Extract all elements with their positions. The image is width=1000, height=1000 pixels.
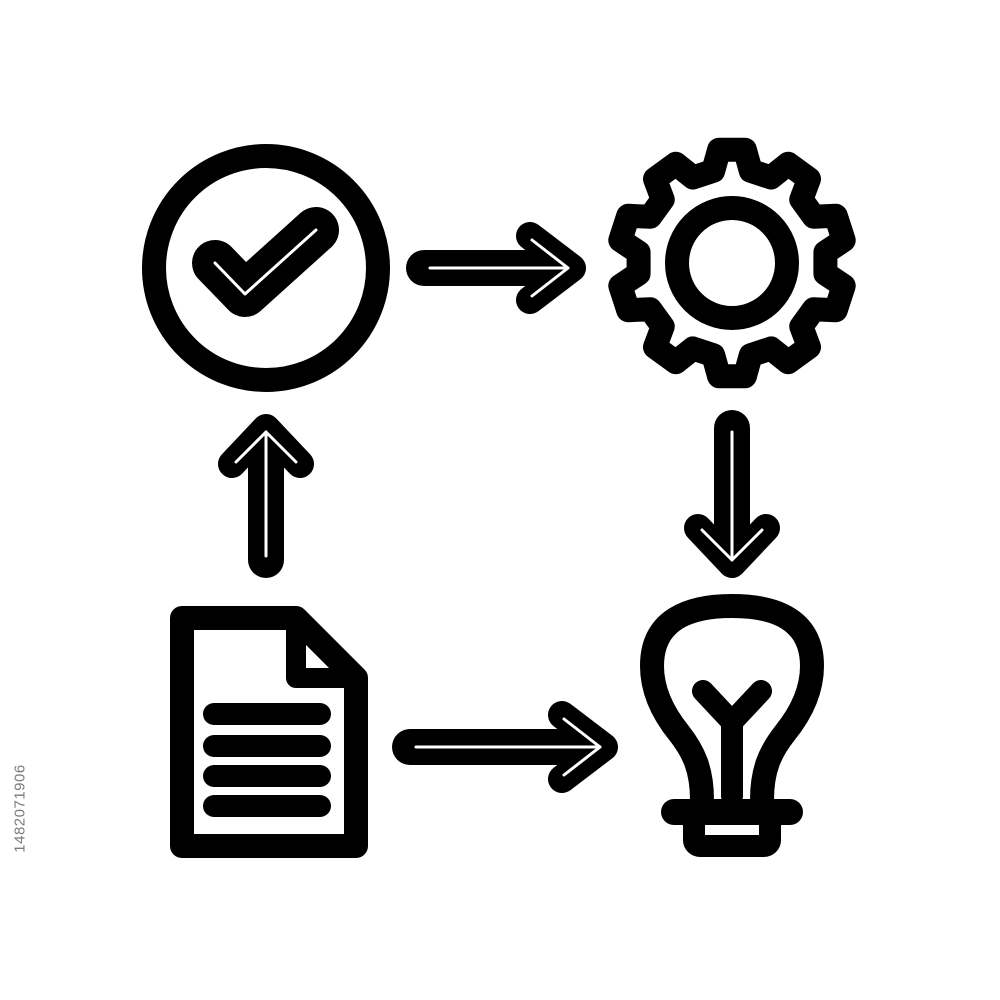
document-icon (170, 606, 368, 858)
lightbulb-icon (640, 594, 824, 857)
stock-id-watermark: 1482071906 (11, 764, 29, 853)
gear-icon (608, 137, 856, 389)
arrow-document-to-bulb (392, 701, 618, 793)
arrow-gear-to-bulb (684, 410, 780, 578)
arrow-check-to-gear (406, 222, 586, 314)
check-circle-icon (142, 144, 390, 392)
arrow-document-to-check (218, 414, 314, 578)
